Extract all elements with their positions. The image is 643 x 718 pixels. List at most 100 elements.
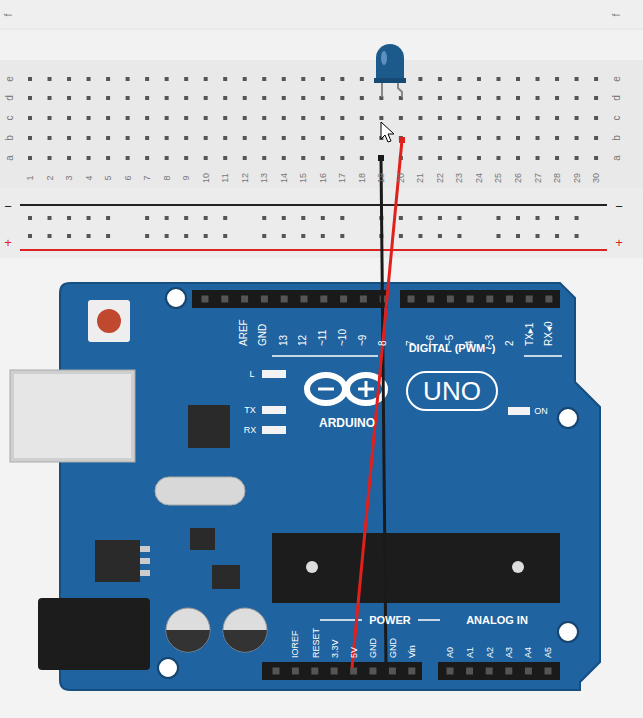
breadboard [340,216,344,220]
jumper-wires [378,155,384,161]
breadboard [126,136,130,140]
led [376,44,404,80]
column-number: 12 [239,173,250,183]
breadboard [418,77,422,81]
arduino-board [95,540,140,582]
column-number: 20 [395,173,406,183]
pin-name: IOREF [290,630,301,658]
arduino-board [558,408,578,428]
breadboard [282,156,286,160]
row-letter: e [611,76,623,82]
breadboard [145,116,149,120]
breadboard [48,96,52,100]
breadboard [360,96,364,100]
jumper-wires [352,137,405,668]
breadboard [126,156,130,160]
breadboard [223,116,227,120]
arduino-board [306,561,318,573]
arduino-board [389,668,396,675]
brand-name: ARDUINO [319,416,375,430]
breadboard [0,0,643,28]
breadboard [67,156,71,160]
column-number: 29 [571,173,582,183]
arduino-board [505,668,512,675]
breadboard [301,234,305,238]
breadboard [536,156,540,160]
led-name: RX [244,425,257,436]
pin-name: A5 [543,647,554,658]
arduino-board [292,668,299,675]
arduino-board [311,668,318,675]
breadboard [87,136,91,140]
breadboard [340,77,344,81]
breadboard [457,156,461,160]
column-number: 11 [220,173,231,182]
breadboard [399,116,403,120]
breadboard [184,156,188,160]
column-number: 28 [552,173,563,183]
breadboard [67,216,71,220]
breadboard [379,116,383,120]
arduino-board [221,296,228,303]
breadboard [126,96,130,100]
breadboard [282,136,286,140]
arduino-board [447,668,454,675]
breadboard [20,204,607,206]
arduino-board [261,296,268,303]
breadboard [145,96,149,100]
column-number: 27 [532,173,543,183]
breadboard [438,136,442,140]
breadboard [594,156,598,160]
arduino-board [158,658,178,678]
breadboard [438,96,442,100]
arduino-board [307,375,345,403]
header-title: ANALOG IN [466,614,528,627]
arduino-board [525,668,532,675]
breadboard [438,234,442,238]
breadboard [204,116,208,120]
arduino-board [486,668,493,675]
column-number: 10 [200,173,211,183]
breadboard [282,77,286,81]
pin-name: ~9 [357,335,369,346]
model-name: UNO [423,376,481,407]
breadboard [594,116,598,120]
column-number: 8 [161,175,172,180]
jumper-wires [381,158,386,668]
breadboard [28,96,32,100]
breadboard [457,216,461,220]
breadboard [555,77,559,81]
breadboard [204,96,208,100]
breadboard [165,96,169,100]
breadboard [126,116,130,120]
breadboard [145,216,149,220]
header-title: DIGITAL (PWM~) [409,342,496,355]
arduino-board [192,290,388,308]
breadboard [0,188,643,258]
arduino-board [97,309,121,333]
arduino-board [400,290,560,308]
breadboard [575,77,579,81]
arduino-board [212,565,240,589]
column-number: 7 [142,175,153,180]
pin-name: RESET [311,628,322,658]
breadboard [496,216,500,220]
column-number: 13 [259,173,270,183]
column-number: 21 [415,173,426,183]
pin-name: TX▸1 [524,323,536,346]
row-letter: e [4,76,16,82]
row-letter: b [4,135,16,141]
arduino-board [223,608,267,652]
column-number: 14 [278,173,289,183]
arduino-board [10,283,600,690]
breadboard [243,96,247,100]
breadboard [575,234,579,238]
breadboard [360,136,364,140]
arduino-board [418,619,440,621]
pin-name: 5V [349,647,360,658]
breadboard [243,77,247,81]
arduino-board [370,668,377,675]
breadboard [165,216,169,220]
breadboard [28,156,32,160]
breadboard [223,136,227,140]
